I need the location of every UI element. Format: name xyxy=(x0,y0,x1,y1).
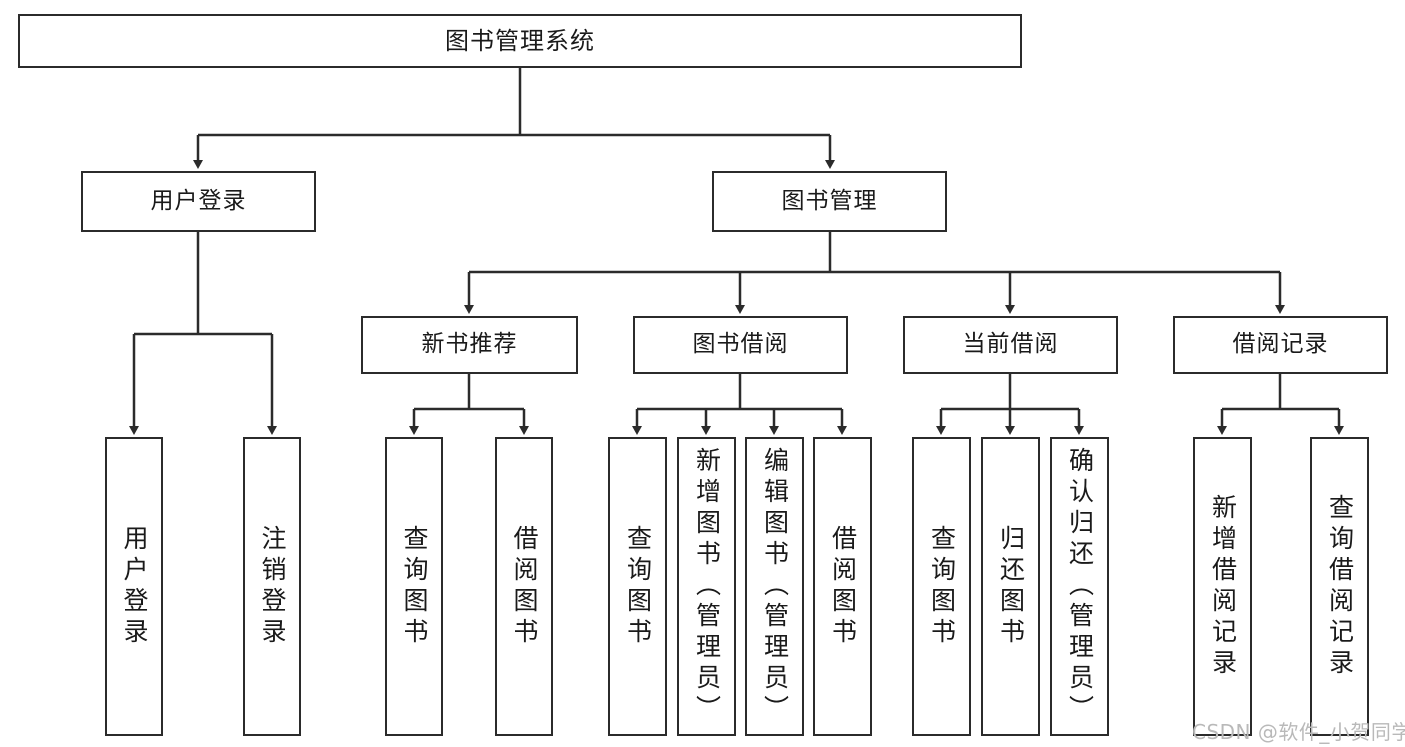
leaf-borrow-record-add-record[interactable]: 新增借阅记录 xyxy=(1193,437,1252,736)
node-user-login[interactable]: 用户登录 xyxy=(81,171,316,232)
node-label: 当前借阅 xyxy=(962,331,1059,358)
node-label: 新增图书（管理员） xyxy=(692,447,722,726)
leaf-user-login-login[interactable]: 用户登录 xyxy=(105,437,163,736)
node-label: 借阅图书 xyxy=(828,524,858,649)
node-current-borrow[interactable]: 当前借阅 xyxy=(903,316,1118,374)
node-label: 图书管理系统 xyxy=(445,26,595,55)
node-label: 新增借阅记录 xyxy=(1208,493,1238,680)
leaf-book-borrow-query-book[interactable]: 查询图书 xyxy=(608,437,667,736)
node-new-book-recommend[interactable]: 新书推荐 xyxy=(361,316,578,374)
node-book-borrow[interactable]: 图书借阅 xyxy=(633,316,848,374)
node-label: 用户登录 xyxy=(120,524,149,649)
node-label: 借阅记录 xyxy=(1232,331,1329,358)
leaf-book-borrow-add-book-admin[interactable]: 新增图书（管理员） xyxy=(677,437,736,736)
node-borrow-record[interactable]: 借阅记录 xyxy=(1173,316,1388,374)
leaf-current-borrow-query-book[interactable]: 查询图书 xyxy=(912,437,971,736)
leaf-current-borrow-confirm-return-admin[interactable]: 确认归还（管理员） xyxy=(1050,437,1109,736)
node-label: 查询图书 xyxy=(927,524,957,649)
leaf-current-borrow-return-book[interactable]: 归还图书 xyxy=(981,437,1040,736)
node-label: 归还图书 xyxy=(996,524,1026,649)
node-label: 图书借阅 xyxy=(692,331,789,358)
node-label: 查询图书 xyxy=(400,524,429,649)
leaf-book-borrow-edit-book-admin[interactable]: 编辑图书（管理员） xyxy=(745,437,804,736)
node-label: 编辑图书（管理员） xyxy=(760,447,790,726)
node-label: 查询图书 xyxy=(623,524,653,649)
node-label: 查询借阅记录 xyxy=(1325,493,1355,680)
node-label: 图书管理 xyxy=(781,187,878,214)
node-label: 新书推荐 xyxy=(421,331,518,358)
node-label: 注销登录 xyxy=(258,524,287,649)
node-label: 确认归还（管理员） xyxy=(1065,447,1095,726)
leaf-new-book-borrow-book[interactable]: 借阅图书 xyxy=(495,437,553,736)
leaf-new-book-query-book[interactable]: 查询图书 xyxy=(385,437,443,736)
node-book-management[interactable]: 图书管理 xyxy=(712,171,947,232)
leaf-book-borrow-borrow-book[interactable]: 借阅图书 xyxy=(813,437,872,736)
node-label: 用户登录 xyxy=(150,187,247,214)
leaf-user-login-logout[interactable]: 注销登录 xyxy=(243,437,301,736)
node-label: 借阅图书 xyxy=(510,524,539,649)
csdn-watermark: CSDN @软件_小贺同学 xyxy=(1192,720,1405,744)
node-root-book-management-system[interactable]: 图书管理系统 xyxy=(18,14,1022,68)
leaf-borrow-record-query-record[interactable]: 查询借阅记录 xyxy=(1310,437,1369,736)
